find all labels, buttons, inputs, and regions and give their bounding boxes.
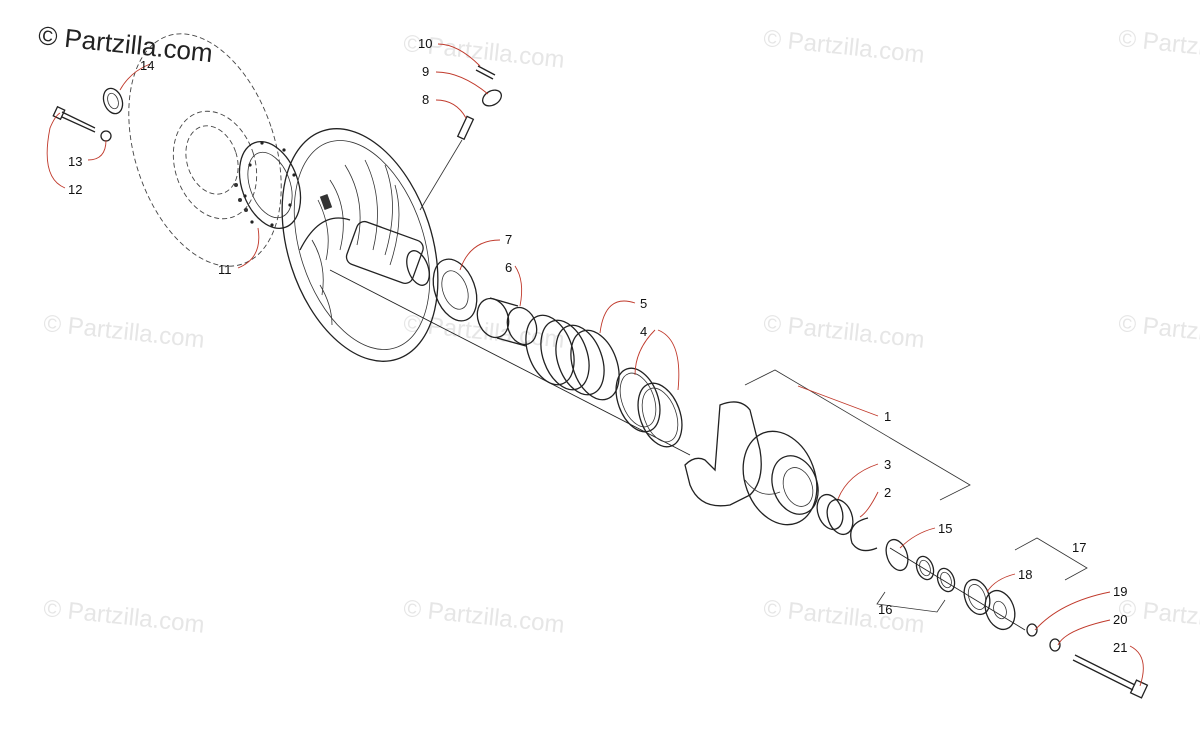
part-9-weight [482, 89, 502, 107]
fixed-sheave-disc [128, 33, 282, 267]
part-17-cap [984, 589, 1016, 631]
leader-3 [837, 463, 879, 500]
callout-4: 4 [640, 324, 647, 339]
leader-9 [435, 71, 489, 95]
callout-18: 18 [1018, 567, 1032, 582]
leader-18 [986, 573, 1016, 593]
part-18-cap-ring [963, 578, 991, 616]
callout-9: 9 [422, 64, 429, 79]
leader-19 [1034, 591, 1111, 631]
part-19-washer [1026, 623, 1038, 637]
movable-sheave [281, 128, 439, 362]
part-7-washer [432, 258, 478, 322]
part-8-roller-pin [419, 115, 475, 211]
leader-20 [1057, 619, 1111, 646]
part-15-ring [885, 538, 909, 572]
part-20-washer [1049, 638, 1061, 652]
callout-14: 14 [140, 58, 154, 73]
leader-10 [437, 43, 481, 67]
part-13-lock-washer [100, 130, 112, 142]
part-3-bushing [816, 493, 854, 536]
callout-5: 5 [640, 296, 647, 311]
callout-21: 21 [1113, 640, 1127, 655]
callout-17: 17 [1072, 540, 1086, 555]
part-16-o-ring [915, 555, 935, 581]
callout-6: 6 [505, 260, 512, 275]
part-14-washer [102, 87, 124, 115]
leader-2 [859, 491, 879, 518]
callout-2: 2 [884, 485, 891, 500]
part-6-bushing [476, 297, 538, 347]
part-4-ring [637, 382, 683, 448]
leader-8 [435, 99, 467, 119]
leader-21 [1129, 645, 1144, 687]
callout-7: 7 [505, 232, 512, 247]
part-17-bracket [1014, 537, 1088, 581]
callout-19: 19 [1113, 584, 1127, 599]
leader-4 [634, 329, 680, 391]
part-12-bolt [52, 105, 96, 133]
leader-5 [599, 300, 636, 334]
callout-1: 1 [884, 409, 891, 424]
part-16-bracket [876, 591, 946, 613]
part-16-o-ring [936, 567, 956, 593]
part-1-spider-cam [684, 401, 819, 526]
leader-1 [797, 385, 879, 417]
leader-7 [459, 239, 501, 271]
part-5-spring [525, 314, 620, 401]
callout-20: 20 [1113, 612, 1127, 627]
callout-15: 15 [938, 521, 952, 536]
leader-6 [514, 265, 523, 307]
leader-13 [87, 139, 107, 161]
part-1-bracket [744, 369, 971, 501]
callout-12: 12 [68, 182, 82, 197]
part-21-bolt [1072, 654, 1149, 699]
leader-12 [46, 112, 66, 189]
leader-15 [899, 527, 936, 549]
leader-11 [237, 227, 260, 269]
callout-13: 13 [68, 154, 82, 169]
leader-14 [119, 63, 151, 91]
part-2-snap-ring [850, 517, 878, 552]
callout-16: 16 [878, 602, 892, 617]
callout-11: 11 [218, 262, 232, 277]
assembly-axis-line [889, 547, 1026, 631]
callout-8: 8 [422, 92, 429, 107]
part-10-pin [475, 65, 496, 80]
callout-10: 10 [418, 36, 432, 51]
callout-3: 3 [884, 457, 891, 472]
